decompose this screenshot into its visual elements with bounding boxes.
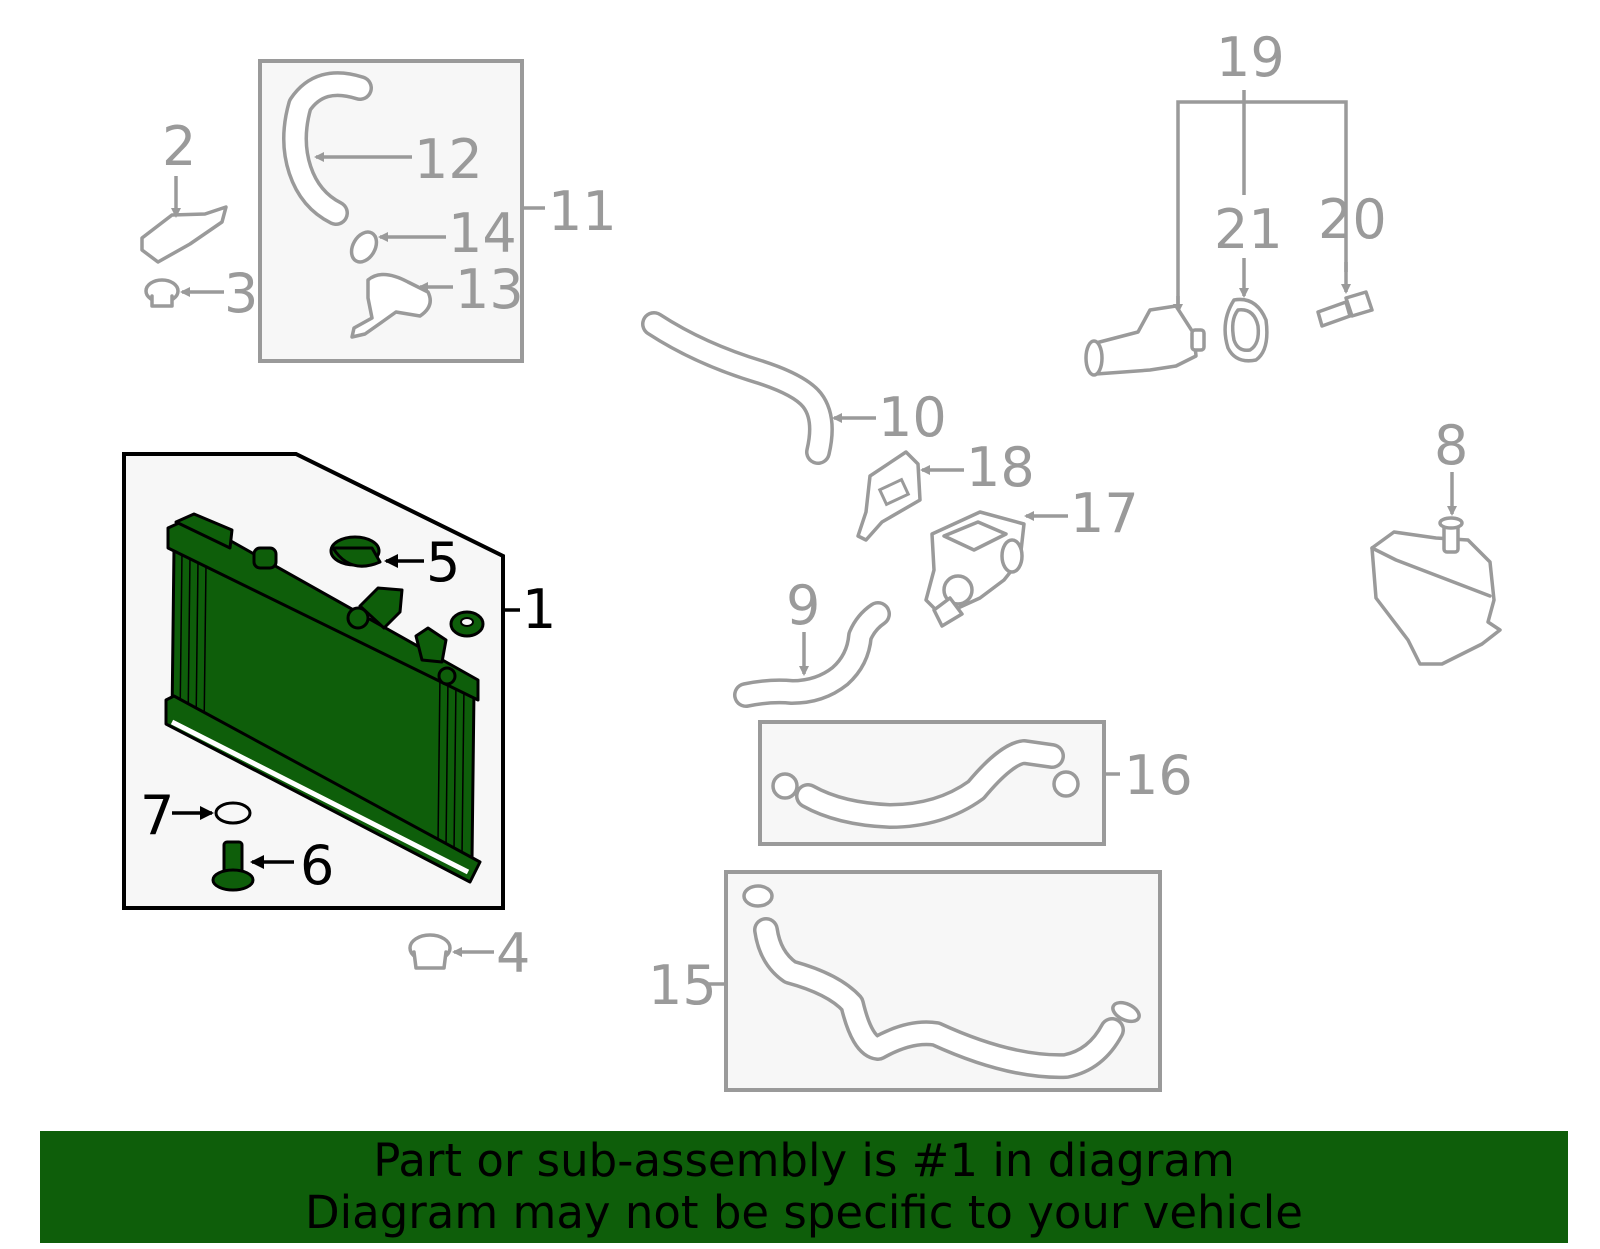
callout-9[interactable]: 9 [786,574,820,637]
callout-17[interactable]: 17 [1070,482,1139,545]
notice-line-2: Diagram may not be specific to your vehi… [305,1186,1303,1239]
callout-12[interactable]: 12 [414,128,483,191]
part-17-thermostat-housing[interactable] [924,510,1068,628]
callout-2[interactable]: 2 [162,115,196,178]
part-1-radiator[interactable] [164,512,482,884]
part-10-hose[interactable] [641,311,876,465]
callout-5[interactable]: 5 [426,531,460,594]
part-21-gasket[interactable] [1223,297,1269,363]
part-14-o-ring[interactable] [346,228,446,267]
part-12-upper-hose[interactable] [282,71,412,226]
callout-18[interactable]: 18 [966,436,1035,499]
part-18-gasket[interactable] [856,450,964,542]
notice-banner: Part or sub-assembly is #1 in diagram Di… [40,1131,1568,1243]
callout-16[interactable]: 16 [1124,744,1193,807]
part-19-water-outlet[interactable] [1084,304,1206,377]
callout-13[interactable]: 13 [455,258,524,321]
part-grommet-upper[interactable] [449,610,485,638]
part-6-drain-plug[interactable] [211,840,294,892]
callout-6[interactable]: 6 [300,834,334,897]
part-8-coolant-reservoir[interactable] [1370,472,1502,666]
part-3-grommet[interactable] [144,278,224,308]
callout-7[interactable]: 7 [140,784,174,847]
part-13-hose-fitting[interactable] [350,272,453,339]
part-2-bracket[interactable] [140,176,228,264]
part-16-hose[interactable] [771,739,1080,829]
callout-19[interactable]: 19 [1216,26,1285,89]
callout-14[interactable]: 14 [448,202,517,265]
callout-4[interactable]: 4 [496,922,530,985]
part-4-mount-bushing[interactable] [408,933,494,970]
part-5-radiator-cap[interactable] [329,535,424,568]
callout-10[interactable]: 10 [878,386,947,449]
callout-3[interactable]: 3 [224,262,258,325]
callout-11[interactable]: 11 [548,180,617,243]
callout-15[interactable]: 15 [648,954,717,1017]
callout-20[interactable]: 20 [1318,188,1387,251]
notice-line-1: Part or sub-assembly is #1 in diagram [373,1134,1235,1187]
part-20-bolt[interactable] [1316,290,1374,328]
callout-8[interactable]: 8 [1434,414,1468,477]
part-15-hose[interactable] [742,884,1142,1080]
part-9-hose[interactable] [733,601,891,708]
callout-21[interactable]: 21 [1214,198,1283,261]
part-19-leader [1173,90,1351,314]
part-7-o-ring[interactable] [172,801,252,825]
callout-1[interactable]: 1 [522,578,556,641]
